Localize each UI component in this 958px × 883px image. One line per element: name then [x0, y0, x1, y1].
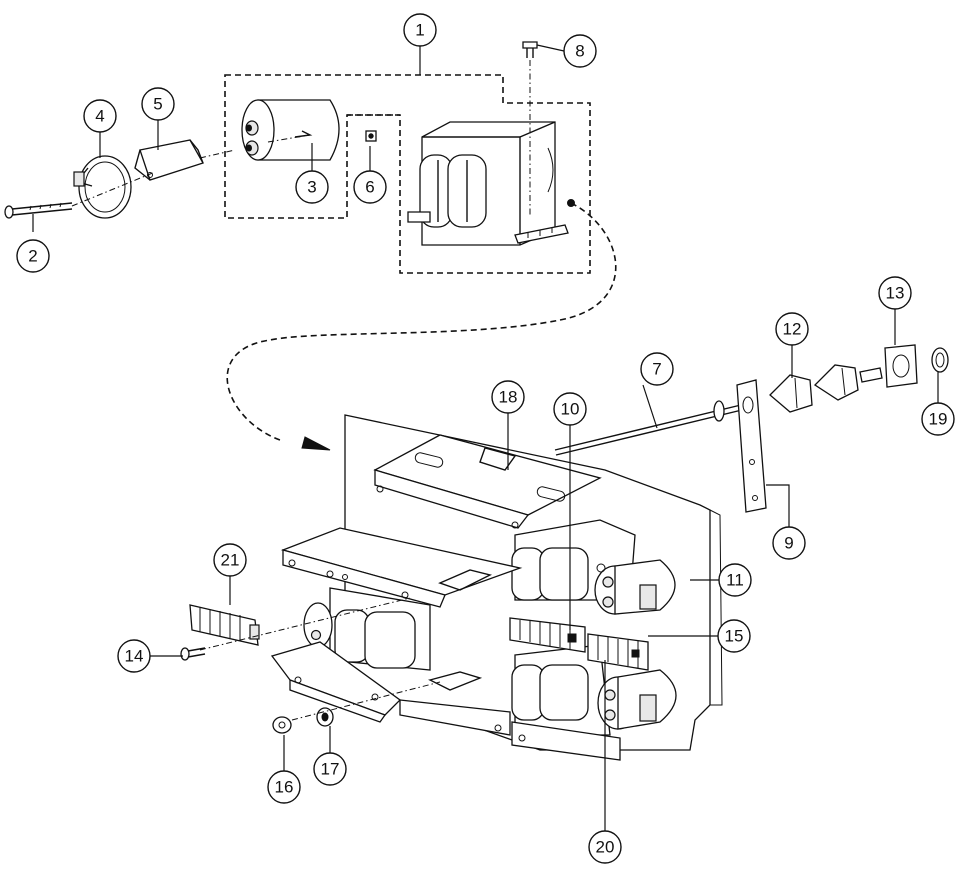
- callout-1: 1: [403, 13, 437, 47]
- callout-13: 13: [878, 276, 912, 310]
- svg-text:10: 10: [561, 400, 580, 419]
- lower-bracket-part: [270, 641, 483, 723]
- svg-text:18: 18: [499, 388, 518, 407]
- callout-8: 8: [563, 34, 597, 68]
- callout-3: 3: [295, 170, 329, 204]
- callout-16: 16: [267, 770, 301, 804]
- callout-12: 12: [775, 312, 809, 346]
- gasket-plate-part: [884, 344, 918, 388]
- lower-right-bracket-part: [399, 699, 621, 761]
- screw-part: [522, 41, 538, 215]
- capacitor-upper-part: [511, 519, 676, 615]
- callout-17: 17: [313, 752, 347, 786]
- leader-lines: [32, 44, 939, 831]
- kit-outline: [224, 74, 591, 274]
- svg-text:4: 4: [95, 107, 104, 126]
- callout-21: 21: [213, 543, 247, 577]
- nut-part: [365, 130, 377, 142]
- callout-10: 10: [553, 392, 587, 426]
- svg-text:19: 19: [929, 410, 948, 429]
- svg-text:12: 12: [783, 320, 802, 339]
- svg-text:13: 13: [886, 284, 905, 303]
- svg-text:2: 2: [28, 247, 37, 266]
- upper-bracket-part: [373, 434, 602, 529]
- rod-part: [554, 400, 747, 456]
- svg-text:6: 6: [365, 178, 374, 197]
- capacitor-clamp-part: [73, 155, 132, 219]
- svg-text:3: 3: [307, 178, 316, 197]
- middle-bracket-part: [280, 527, 523, 608]
- svg-text:20: 20: [596, 838, 615, 857]
- callout-14: 14: [117, 639, 151, 673]
- callout-20: 20: [588, 830, 622, 864]
- terminal-block-15-part: [587, 633, 649, 671]
- callout-5: 5: [141, 87, 175, 121]
- plate-part: [736, 379, 767, 513]
- callout-7: 7: [640, 352, 674, 386]
- callout-18: 18: [491, 380, 525, 414]
- capacitor-lower-part: [511, 644, 677, 736]
- svg-text:8: 8: [575, 42, 584, 61]
- callout-6: 6: [353, 170, 387, 204]
- terminal-block-21-part: [189, 604, 260, 646]
- svg-text:11: 11: [726, 571, 744, 590]
- clamp-screw-part: [4, 202, 73, 219]
- lower-transformer-part: [303, 587, 431, 671]
- callout-19: 19: [921, 402, 955, 436]
- svg-text:21: 21: [221, 551, 240, 570]
- svg-text:14: 14: [125, 647, 144, 666]
- svg-text:9: 9: [784, 534, 793, 553]
- svg-text:16: 16: [275, 778, 294, 797]
- ballast-transformer-part: [407, 121, 575, 246]
- svg-text:7: 7: [652, 360, 661, 379]
- svg-text:5: 5: [153, 95, 162, 114]
- callout-15: 15: [717, 619, 751, 653]
- svg-text:1: 1: [415, 21, 424, 40]
- nut-16-part: [272, 716, 292, 734]
- callout-9: 9: [772, 526, 806, 560]
- callout-4: 4: [83, 99, 117, 133]
- screw-14-part: [180, 647, 206, 661]
- locknut-19-part: [931, 347, 949, 373]
- callout-11: 11: [718, 563, 752, 597]
- terminal-block-10-part: [509, 617, 586, 653]
- callout-2: 2: [16, 239, 50, 273]
- svg-text:15: 15: [725, 627, 744, 646]
- fitting-part: [769, 364, 883, 413]
- capacitor-bracket-part: [134, 139, 204, 181]
- washer-17-part: [316, 707, 334, 727]
- svg-text:17: 17: [321, 760, 340, 779]
- capacitor-part: [241, 99, 340, 161]
